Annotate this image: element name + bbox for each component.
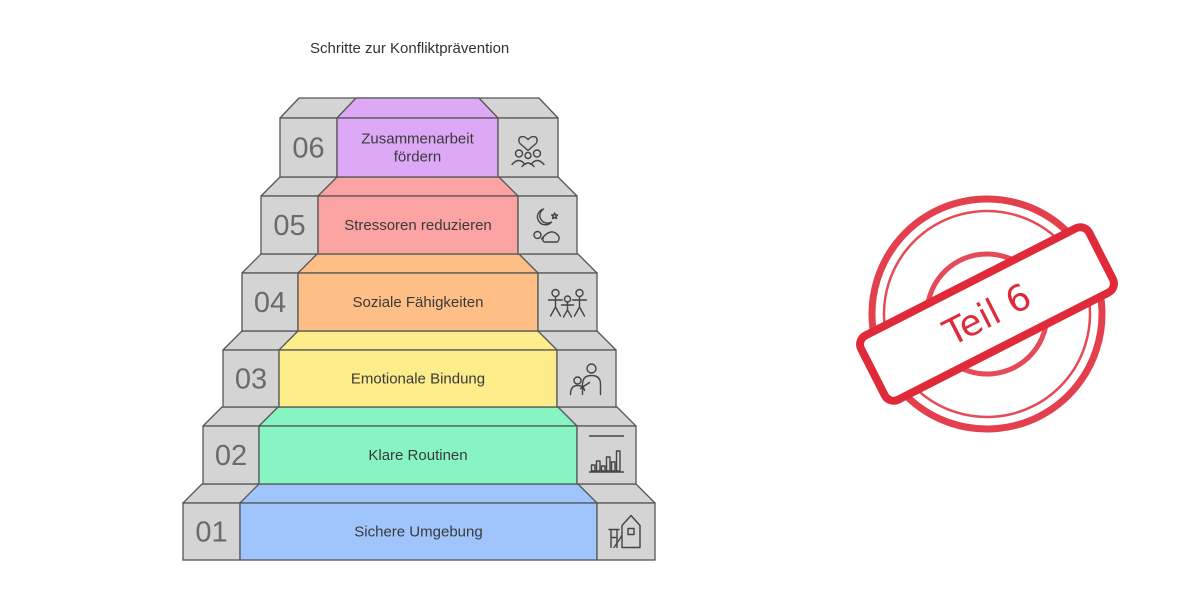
step-front <box>336 117 499 178</box>
relaxation-icon <box>533 208 560 243</box>
step-number: 04 <box>254 287 286 319</box>
step-label: Sichere Umgebung <box>354 524 482 541</box>
step-label: Soziale Fähigkeiten <box>353 294 484 311</box>
bar-chart-icon <box>588 435 625 473</box>
step-front <box>258 425 578 485</box>
step-front <box>278 349 558 408</box>
step-icon-block <box>596 502 656 561</box>
step-number: 03 <box>235 364 267 396</box>
collaboration-icon <box>511 135 545 168</box>
step-number: 05 <box>273 210 305 242</box>
emotional-bond-icon <box>569 363 602 396</box>
diagram-title: Schritte zur Konfliktprävention <box>310 40 510 57</box>
step-front <box>239 502 598 561</box>
step-icon-block <box>556 349 617 408</box>
step-label: Stressoren reduzieren <box>344 217 492 234</box>
step-label: Emotionale Bindung <box>351 371 485 388</box>
step-number-block <box>260 195 319 255</box>
playground-icon <box>608 514 641 549</box>
stair-step-03: 03 Emotionale Bindung <box>222 330 617 408</box>
step-number: 01 <box>195 517 227 549</box>
step-label: fördern <box>394 149 442 166</box>
stair-step-04: 04 Soziale Fähigkeiten <box>241 253 598 332</box>
step-number-block <box>182 502 241 561</box>
step-number-block <box>241 272 299 332</box>
step-label: Zusammenarbeit <box>361 131 474 148</box>
stair-step-01: 01 Sichere Umgebung <box>182 483 656 561</box>
step-front <box>297 272 539 332</box>
step-front <box>317 195 519 255</box>
stamp-banner <box>856 223 1118 405</box>
step-label: Klare Routinen <box>368 447 467 464</box>
stair-step-02: 02 Klare Routinen <box>202 406 637 485</box>
step-number: 06 <box>292 133 324 165</box>
social-people-icon <box>547 288 588 318</box>
step-icon-block <box>497 117 559 178</box>
stair-step-05: 05 Stressoren reduzieren <box>260 176 578 255</box>
step-number-block <box>202 425 260 485</box>
step-number: 02 <box>215 440 247 472</box>
stamp-group: Teil 6 <box>856 195 1118 433</box>
